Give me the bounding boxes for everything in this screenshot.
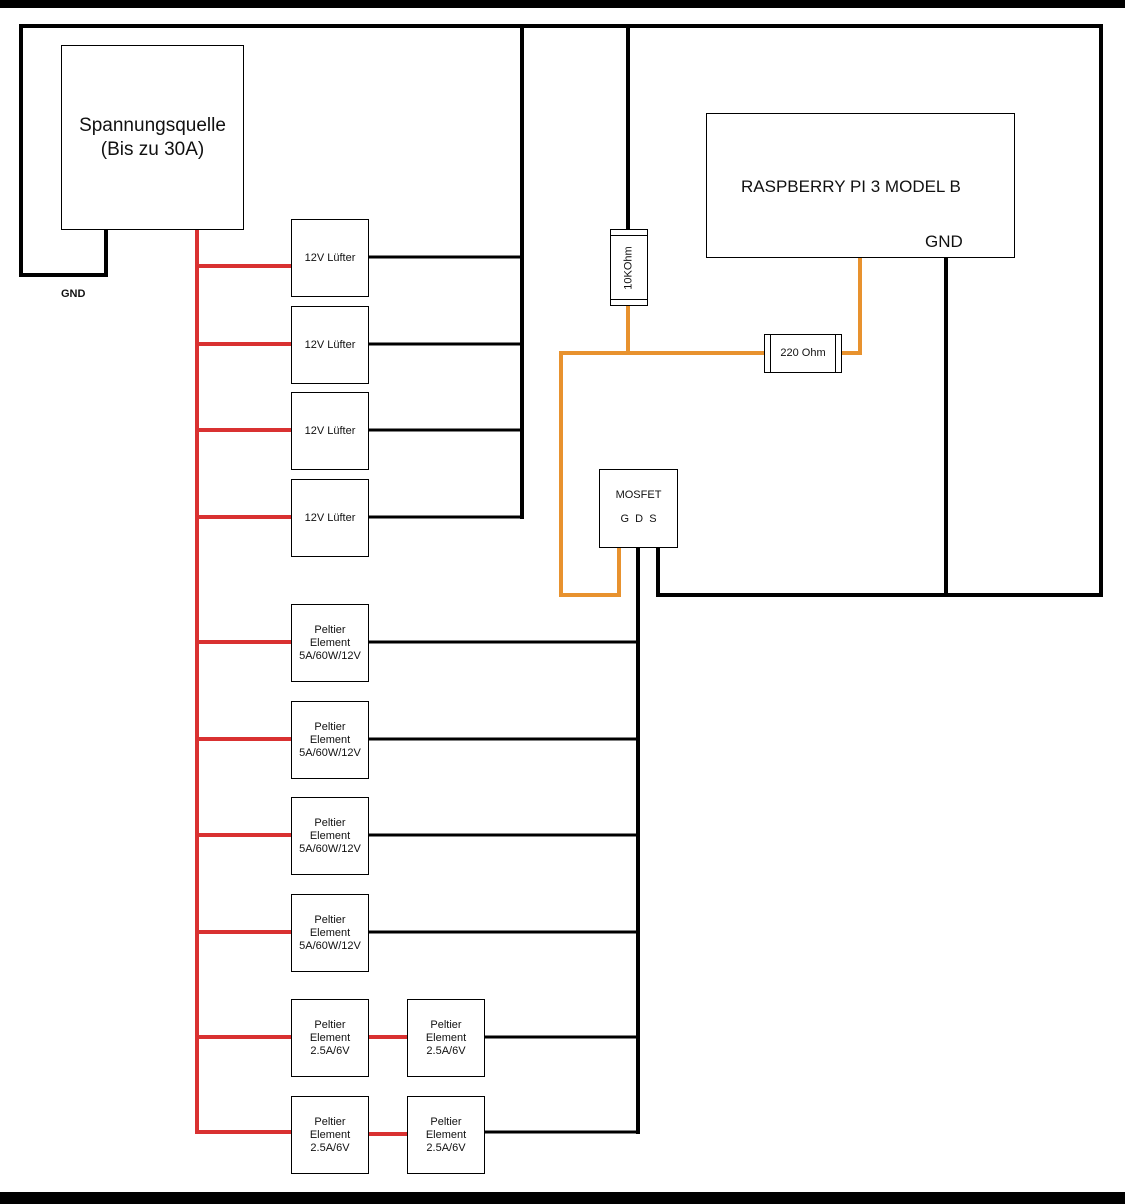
wiring-layer <box>19 24 1103 1136</box>
peltier-line3: 2.5A/6V <box>426 1141 466 1154</box>
peltier-line3: 5A/60W/12V <box>299 746 361 759</box>
peltier-line2: Element <box>309 1128 351 1141</box>
peltier-line3: 2.5A/6V <box>310 1141 350 1154</box>
ground-wires <box>19 24 1103 1134</box>
peltier-line2: Element <box>309 636 351 649</box>
resistor-10k: 10KOhm <box>610 229 648 306</box>
peltier-line2: Element <box>425 1128 467 1141</box>
peltier-small-3: Peltier Element 2.5A/6V <box>291 1096 369 1174</box>
resistor-220-label: 220 Ohm <box>780 347 826 359</box>
raspberry-pi-title: RASPBERRY PI 3 MODEL B <box>741 177 961 196</box>
peltier-line1: Peltier <box>314 720 346 733</box>
peltier-line1: Peltier <box>314 623 346 636</box>
peltier-small-1: Peltier Element 2.5A/6V <box>291 999 369 1077</box>
peltier-large-1: Peltier Element 5A/60W/12V <box>291 604 369 682</box>
peltier-line3: 2.5A/6V <box>426 1044 466 1057</box>
peltier-line2: Element <box>309 829 351 842</box>
power-source-box: Spannungsquelle (Bis zu 30A) <box>61 45 244 230</box>
power-wires <box>195 228 409 1136</box>
circuit-diagram: Spannungsquelle (Bis zu 30A) GND RASPBER… <box>0 8 1125 1192</box>
peltier-large-3: Peltier Element 5A/60W/12V <box>291 797 369 875</box>
peltier-large-4: Peltier Element 5A/60W/12V <box>291 894 369 972</box>
raspberry-pi-box: RASPBERRY PI 3 MODEL B GND <box>706 113 1015 258</box>
fan-label: 12V Lüfter <box>304 338 356 351</box>
peltier-line2: Element <box>309 1031 351 1044</box>
fan-2: 12V Lüfter <box>291 306 369 384</box>
mosfet-pins: G D S <box>620 512 657 525</box>
mosfet-title: MOSFET <box>615 488 662 501</box>
peltier-line1: Peltier <box>314 816 346 829</box>
peltier-line3: 2.5A/6V <box>310 1044 350 1057</box>
peltier-small-2: Peltier Element 2.5A/6V <box>407 999 485 1077</box>
peltier-line1: Peltier <box>314 913 346 926</box>
fan-return-wires <box>366 255 524 519</box>
peltier-small-4: Peltier Element 2.5A/6V <box>407 1096 485 1174</box>
peltier-large-2: Peltier Element 5A/60W/12V <box>291 701 369 779</box>
fan-3: 12V Lüfter <box>291 392 369 470</box>
resistor-10k-label: 10KOhm <box>623 245 636 290</box>
fan-label: 12V Lüfter <box>304 424 356 437</box>
fan-4: 12V Lüfter <box>291 479 369 557</box>
peltier-line2: Element <box>309 733 351 746</box>
fan-label: 12V Lüfter <box>304 511 356 524</box>
peltier-line3: 5A/60W/12V <box>299 842 361 855</box>
gnd-label-left: GND <box>61 288 86 300</box>
peltier-line1: Peltier <box>314 1115 346 1128</box>
resistor-220: 220 Ohm <box>764 334 842 373</box>
power-source-rating: (Bis zu 30A) <box>100 138 205 160</box>
peltier-line1: Peltier <box>314 1018 346 1031</box>
raspberry-pi-gnd: GND <box>925 232 963 251</box>
mosfet-box: MOSFET G D S <box>599 469 678 548</box>
peltier-line2: Element <box>309 926 351 939</box>
peltier-line3: 5A/60W/12V <box>299 649 361 662</box>
fan-label: 12V Lüfter <box>304 251 356 264</box>
fan-1: 12V Lüfter <box>291 219 369 297</box>
peltier-line1: Peltier <box>430 1115 462 1128</box>
power-source-title: Spannungsquelle <box>79 114 226 136</box>
peltier-line3: 5A/60W/12V <box>299 939 361 952</box>
signal-wires <box>559 256 862 597</box>
peltier-line2: Element <box>425 1031 467 1044</box>
peltier-return-wires <box>366 640 640 1134</box>
peltier-line1: Peltier <box>430 1018 462 1031</box>
